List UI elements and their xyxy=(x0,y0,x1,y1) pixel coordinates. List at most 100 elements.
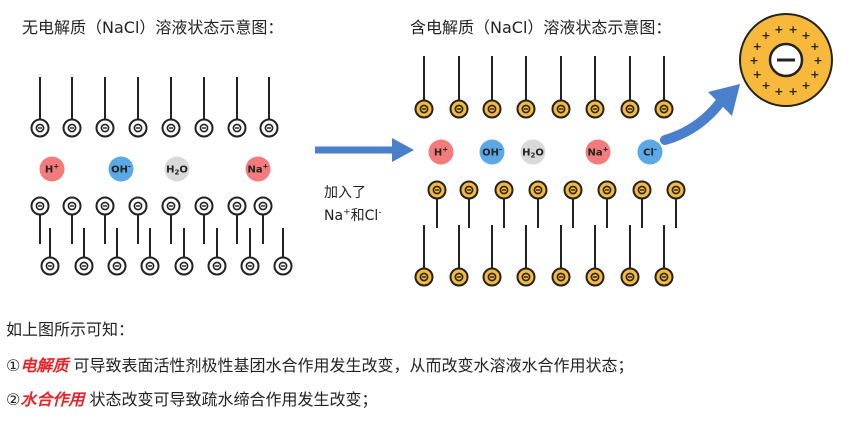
surfactant-molecule-icon xyxy=(585,225,605,287)
ion-label: H+ xyxy=(45,163,59,176)
ion-icon: Cl- xyxy=(637,139,663,165)
plus-charge-icon: + xyxy=(801,79,810,92)
ion-label: Na+ xyxy=(588,146,609,159)
surfactant-molecule-icon xyxy=(227,77,247,138)
surfactant-molecule-icon xyxy=(62,196,82,244)
ion-label: H2O xyxy=(166,165,188,177)
ion-icon: H2O xyxy=(164,156,190,182)
plus-charge-icon: + xyxy=(813,54,822,67)
surfactant-molecule-icon xyxy=(482,225,502,287)
ion-icon: OH- xyxy=(108,156,134,182)
surfactant-molecule-icon xyxy=(414,56,434,119)
surfactant-molecule-icon xyxy=(259,77,279,138)
right-diagram-title: 含电解质（NaCl）溶液状态示意图： xyxy=(410,18,672,37)
ion-label: Na+ xyxy=(248,163,269,176)
surfactant-molecule-icon xyxy=(632,180,652,228)
surfactant-molecule-icon xyxy=(253,196,273,244)
surfactant-molecule-icon xyxy=(30,77,50,138)
surfactant-molecule-icon xyxy=(597,180,617,228)
surfactant-molecule-icon xyxy=(207,228,227,276)
plus-charge-icon: + xyxy=(774,85,783,98)
surfactant-molecule-icon xyxy=(482,56,502,119)
ion-label: Cl- xyxy=(643,146,657,159)
surfactant-molecule-icon xyxy=(140,228,160,276)
surfactant-molecule-icon xyxy=(666,180,686,228)
ion-icon: H+ xyxy=(39,156,65,182)
plus-charge-icon: + xyxy=(810,68,819,81)
point2-text: 状态改变可导致疏水缔合作用发生改变； xyxy=(84,390,378,409)
surfactant-molecule-icon xyxy=(563,180,583,228)
surfactant-molecule-icon xyxy=(194,77,214,138)
add-salt-arrow-icon xyxy=(315,138,414,162)
surfactant-molecule-icon xyxy=(107,228,127,276)
plus-charge-icon: + xyxy=(753,40,762,53)
right-surfactant-group: H+ OH- H2O Na+ Cl- xyxy=(414,56,686,287)
point1-emphasis: 电解质 xyxy=(20,356,69,375)
surfactant-molecule-icon xyxy=(551,225,571,287)
arrow-label-line1: 加入了 xyxy=(324,185,366,201)
surfactant-molecule-icon xyxy=(528,180,548,228)
ion-icon: Na+ xyxy=(585,139,611,165)
point1-number: ① xyxy=(6,356,21,375)
ion-label: OH- xyxy=(482,146,502,159)
point2-emphasis: 水合作用 xyxy=(20,390,85,409)
arrow-label-na-charge: + xyxy=(343,207,351,218)
plus-charge-icon: + xyxy=(774,23,783,36)
surfactant-molecule-icon xyxy=(273,228,293,276)
surfactant-molecule-icon xyxy=(95,196,115,244)
plus-charge-icon: + xyxy=(761,29,770,42)
surfactant-molecule-icon xyxy=(40,228,60,276)
surfactant-molecule-icon xyxy=(494,180,514,228)
surfactant-molecule-icon xyxy=(62,77,82,138)
zoom-arrow-icon xyxy=(660,95,727,145)
plus-charge-icon: + xyxy=(810,40,819,53)
ion-icon: Na+ xyxy=(245,156,271,182)
point2-number: ② xyxy=(6,390,21,409)
surfactant-molecule-icon xyxy=(161,77,181,138)
charged-headgroup-zoom-icon: ++++++++++++++ xyxy=(739,13,833,107)
surfactant-molecule-icon xyxy=(654,225,674,287)
arrow-label-line2: Na+和Cl- xyxy=(324,205,382,225)
plus-charge-icon: + xyxy=(761,79,770,92)
surfactant-molecule-icon xyxy=(240,228,260,276)
ion-label: OH- xyxy=(111,163,131,176)
conclusion-point-2: ②水合作用 状态改变可导致疏水缔合作用发生改变； xyxy=(6,386,377,410)
plus-charge-icon: + xyxy=(749,54,758,67)
ion-icon: H2O xyxy=(520,139,546,165)
plus-charge-icon: + xyxy=(788,23,797,36)
plus-charge-icon: + xyxy=(753,68,762,81)
surfactant-molecule-icon xyxy=(449,56,469,119)
surfactant-molecule-icon xyxy=(620,225,640,287)
surfactant-molecule-icon xyxy=(30,196,50,244)
point1-text: 可导致表面活性剂极性基团水合作用发生改变，从而改变水溶液水合作用状态； xyxy=(68,356,634,375)
surfactant-molecule-icon xyxy=(620,56,640,119)
surfactant-molecule-icon xyxy=(516,56,536,119)
conclusion-intro: 如上图所示可知： xyxy=(6,320,135,339)
surfactant-molecule-icon xyxy=(74,228,94,276)
surfactant-molecule-icon xyxy=(174,228,194,276)
surfactant-molecule-icon xyxy=(449,225,469,287)
plus-charge-icon: + xyxy=(801,29,810,42)
arrow-label-na: Na xyxy=(324,208,344,224)
surfactant-molecule-icon xyxy=(654,56,674,119)
surfactant-molecule-icon xyxy=(427,180,447,228)
surfactant-molecule-icon xyxy=(585,56,605,119)
zoom-arrow-head-icon xyxy=(708,84,740,116)
surfactant-molecule-icon xyxy=(95,77,115,138)
surfactant-molecule-icon xyxy=(516,225,536,287)
arrow-label-and-cl: 和Cl xyxy=(350,208,379,224)
surfactant-molecule-icon xyxy=(161,196,181,244)
ion-label: H2O xyxy=(522,148,544,160)
surfactant-molecule-icon xyxy=(459,180,479,228)
ion-icon: H+ xyxy=(428,139,454,165)
surfactant-molecule-icon xyxy=(128,196,148,244)
left-surfactant-group: H+ OH- H2O Na+ xyxy=(30,77,293,276)
ion-label: H+ xyxy=(434,146,448,159)
surfactant-molecule-icon xyxy=(128,77,148,138)
surfactant-molecule-icon xyxy=(194,196,214,244)
arrow-label-cl-charge: - xyxy=(378,207,382,218)
left-diagram-title: 无电解质（NaCl）溶液状态示意图： xyxy=(22,18,284,37)
surfactant-molecule-icon xyxy=(414,225,434,287)
surfactant-molecule-icon xyxy=(227,196,247,244)
